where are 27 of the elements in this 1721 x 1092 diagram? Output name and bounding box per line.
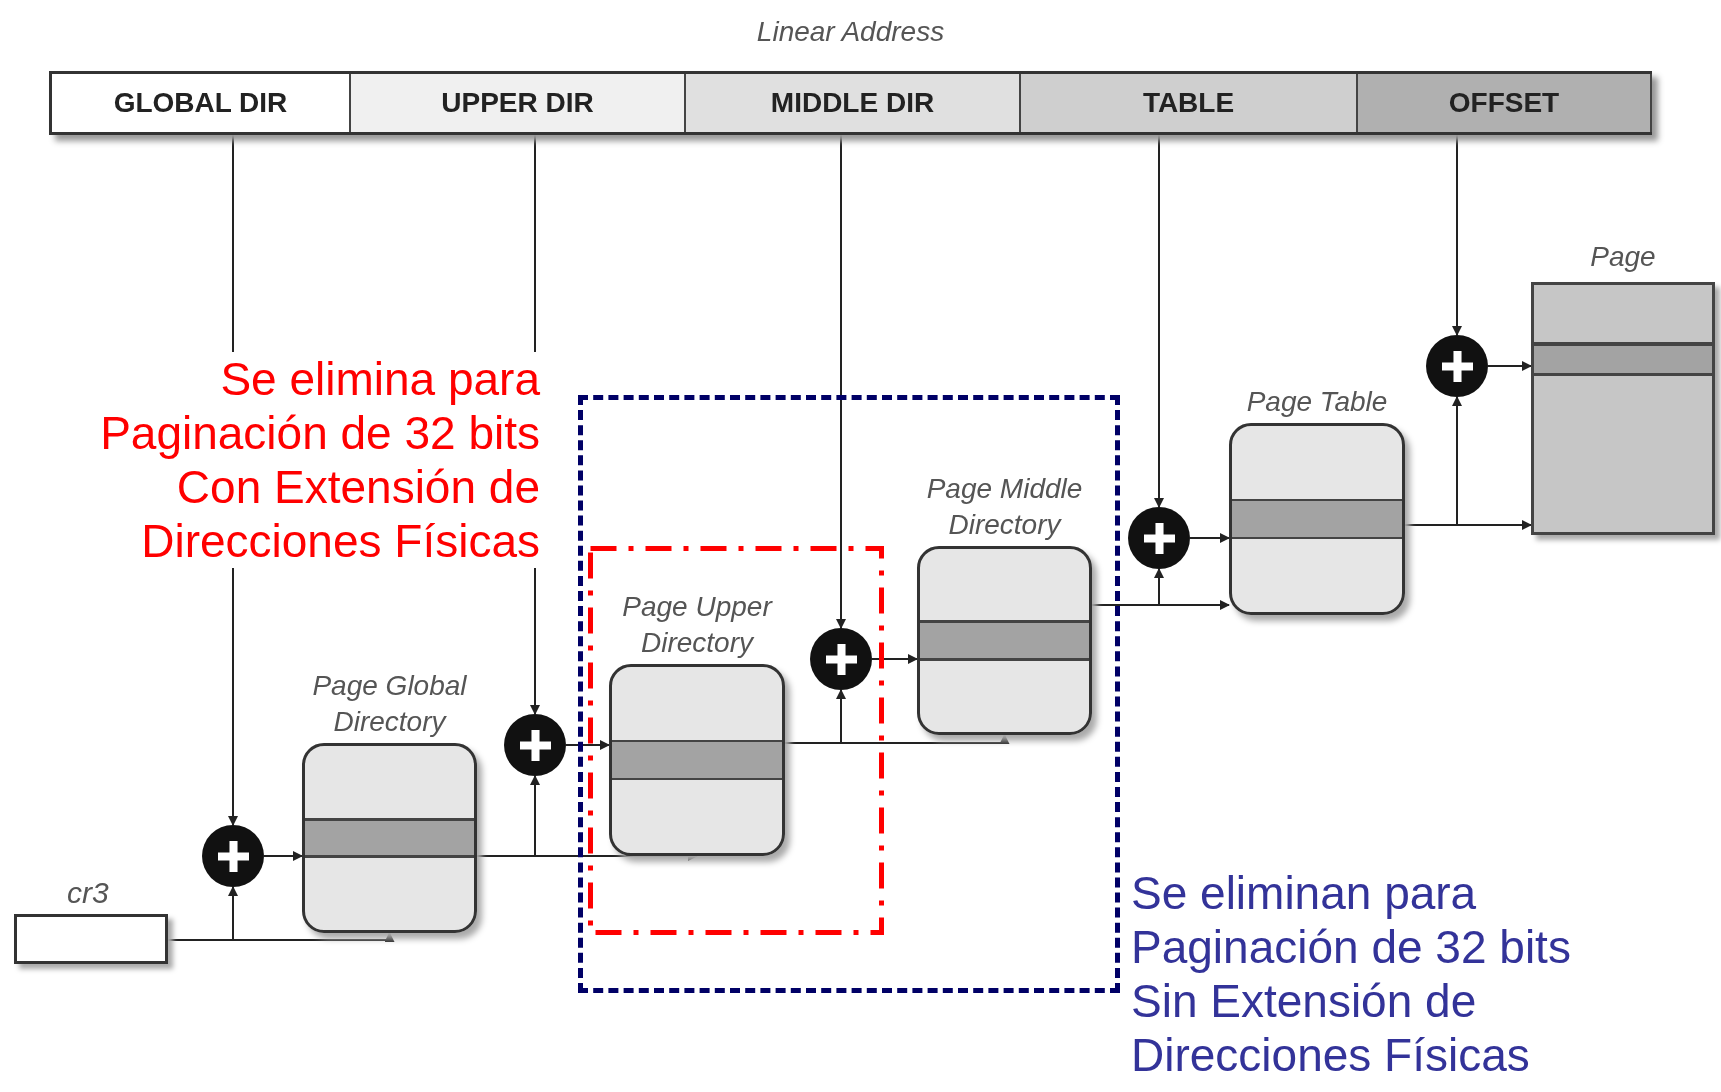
address-field: GLOBAL DIR <box>52 74 351 132</box>
arrow <box>1091 600 1230 610</box>
arrow <box>565 740 610 750</box>
address-field: TABLE <box>1021 74 1358 132</box>
address-field: MIDDLE DIR <box>686 74 1021 132</box>
region-note: Se eliminan para Paginación de 32 bits Sin Extensión de Direcciones Físicas <box>1131 866 1572 1082</box>
dash-dot-region <box>588 546 884 935</box>
arrow <box>263 851 303 861</box>
table-label: Page Table <box>1245 385 1389 419</box>
arrow <box>836 134 846 629</box>
arrow <box>1452 134 1462 336</box>
register-label: cr3 <box>67 875 109 911</box>
bar-title: Linear Address <box>755 16 946 48</box>
table-label: Page Middle Directory <box>925 472 1084 542</box>
address-field: UPPER DIR <box>351 74 686 132</box>
arrow <box>1487 361 1532 371</box>
table-label: Page Upper Directory <box>621 590 774 660</box>
table-label: Page <box>1589 240 1657 274</box>
arrow <box>167 932 395 942</box>
arrow <box>871 654 918 664</box>
arrow <box>1154 134 1164 508</box>
arrow <box>784 734 1010 744</box>
arrow <box>1189 533 1230 543</box>
table-label: Page Global Directory <box>311 669 468 739</box>
address-field: OFFSET <box>1358 74 1652 132</box>
dashed-region <box>578 395 1120 993</box>
arrow <box>1404 520 1532 530</box>
